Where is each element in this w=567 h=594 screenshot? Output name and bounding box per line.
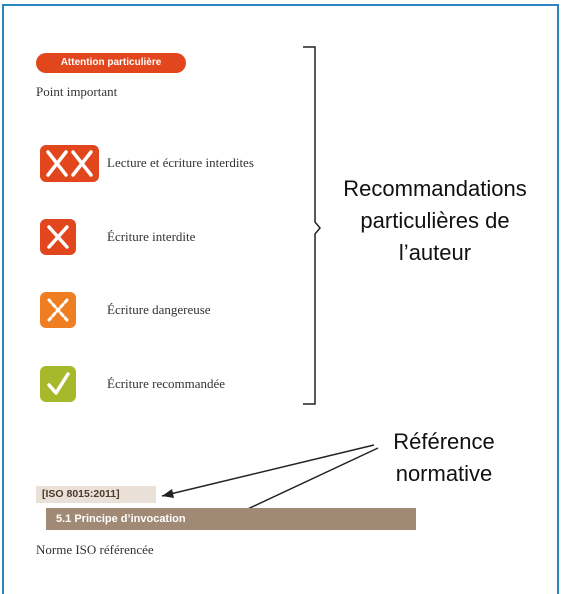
double-cross-icon	[40, 145, 99, 182]
legend-text-write-forbidden: Écriture interdite	[107, 229, 196, 244]
dotted-cross-icon	[40, 292, 76, 328]
brace-bracket	[303, 46, 321, 405]
legend-text-write-dangerous: Écriture dangereuse	[107, 302, 211, 317]
arrow-to-iso-tag	[161, 444, 375, 497]
check-icon	[40, 366, 76, 402]
reference-line-1: Référence	[393, 429, 495, 454]
reference-label: Référence normative	[374, 426, 514, 490]
recommendations-label: Recommandations particulières de l’auteu…	[318, 173, 552, 269]
iso-tag: [ISO 8015:2011]	[36, 486, 156, 503]
point-important-label: Point important	[36, 84, 118, 99]
arrow-head-iso-tag	[162, 489, 174, 498]
legend-text-write-recommended: Écriture recommandée	[107, 376, 226, 391]
attention-badge: Attention particulière	[36, 53, 186, 73]
legend-text-read-write-forbidden: Lecture et écriture interdites	[107, 155, 254, 170]
recommendations-line-2: particulières de	[360, 208, 510, 233]
iso-caption: Norme ISO référencée	[36, 542, 154, 557]
cross-icon	[40, 219, 76, 255]
recommendations-line-3: l’auteur	[398, 240, 472, 265]
recommendations-line-1: Recommandations	[343, 176, 527, 201]
iso-section-bar: 5.1 Principe d’invocation	[46, 508, 416, 530]
reference-line-2: normative	[395, 461, 493, 486]
